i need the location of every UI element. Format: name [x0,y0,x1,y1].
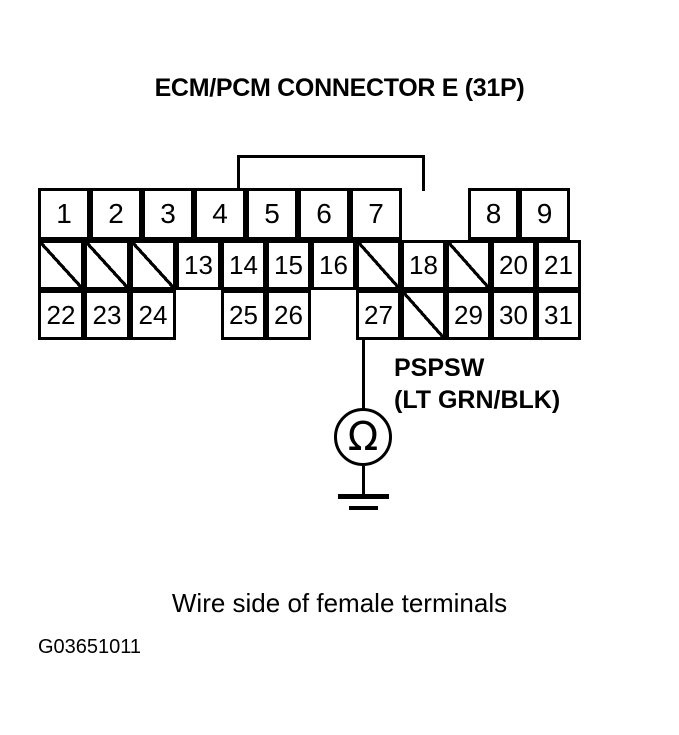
pin-cell-unused [446,240,491,290]
ground-lead-line [362,466,365,494]
pin-cell-29: 29 [446,290,491,340]
pin-cell-4: 4 [194,188,246,240]
pin-cell-unused [130,240,176,290]
pin-cell-3: 3 [142,188,194,240]
pin-cell-8: 8 [468,188,519,240]
pin-cell-27: 27 [356,290,401,340]
pin-cell-16: 16 [311,240,356,290]
pin-cell-22: 22 [38,290,84,340]
pin-cell-31: 31 [536,290,581,340]
connector-locking-tab [237,155,425,191]
pin-cell-7: 7 [350,188,402,240]
pin-cell-14: 14 [221,240,266,290]
pin-cell-13: 13 [176,240,221,290]
wire-signal-name: PSPSW [394,354,485,382]
ground-bar-lower [349,506,378,510]
pin-cell-26: 26 [266,290,311,340]
pspsw-wire-line [362,338,365,410]
pin-cell-2: 2 [90,188,142,240]
pin-cell-21: 21 [536,240,581,290]
pin-cell-20: 20 [491,240,536,290]
pin-cell-30: 30 [491,290,536,340]
pin-cell-6: 6 [298,188,350,240]
pin-cell-18: 18 [401,240,446,290]
diagram-caption: Wire side of female terminals [171,588,508,618]
pin-cell-25: 25 [221,290,266,340]
diagram-title: ECM/PCM CONNECTOR E (31P) [154,74,525,102]
pin-cell-24: 24 [130,290,176,340]
pin-cell-unused [38,240,84,290]
figure-id-code: G03651011 [38,636,142,658]
ground-bar-upper [338,494,389,499]
wire-color-code: (LT GRN/BLK) [394,386,561,414]
pin-cell-5: 5 [246,188,298,240]
pin-cell-23: 23 [84,290,130,340]
pin-cell-unused [84,240,130,290]
ohm-glyph: Ω [347,414,379,460]
pin-cell-unused [356,240,401,290]
pin-cell-unused [401,290,446,340]
pin-cell-9: 9 [519,188,570,240]
pin-cell-1: 1 [38,188,90,240]
wire-label-group: PSPSW (LT GRN/BLK) [394,352,654,416]
ohmmeter-symbol: Ω [334,408,392,466]
pin-cell-15: 15 [266,240,311,290]
